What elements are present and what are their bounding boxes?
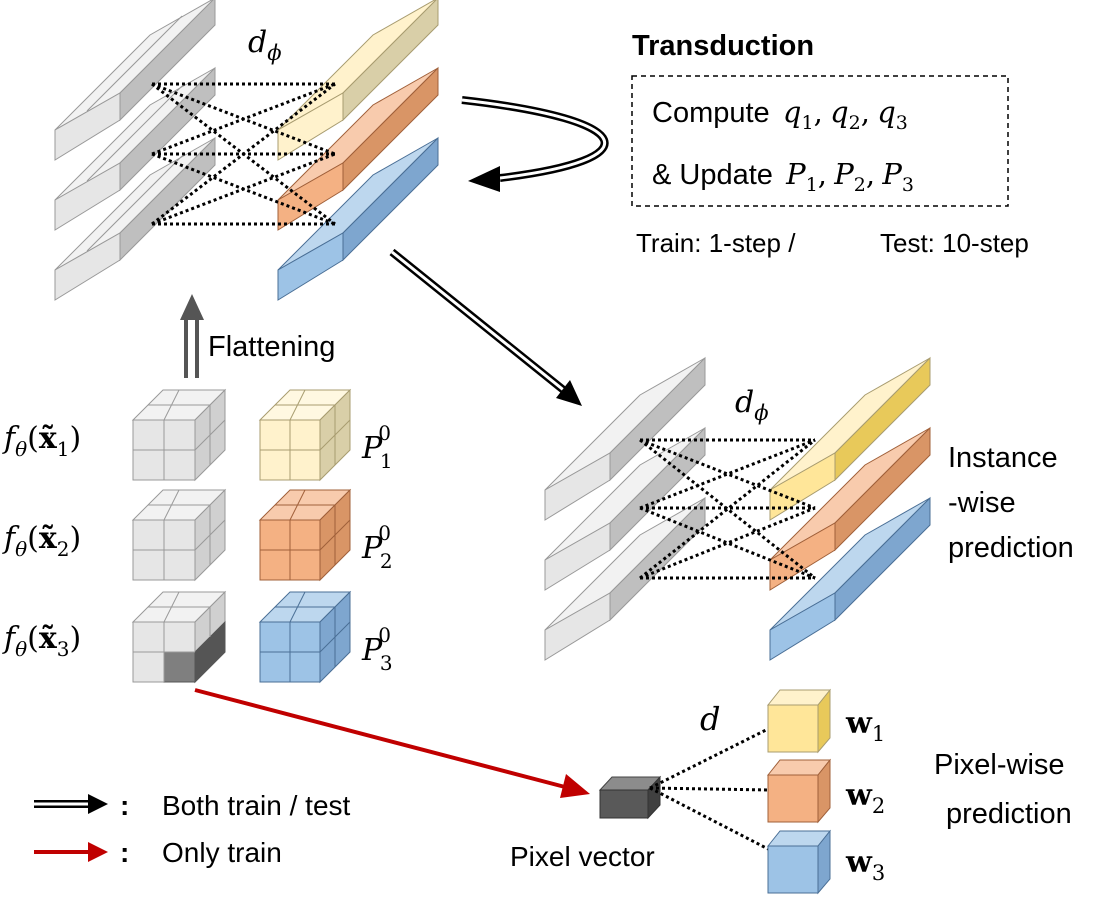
legend-both-label: Both train / test	[162, 790, 351, 821]
feature-label-3: fθ(x̃3)	[2, 621, 81, 661]
test-note: Test: 10-step	[880, 228, 1029, 258]
weight-bar-1	[766, 688, 832, 754]
top-yellow-bar	[277, 0, 439, 161]
top-orange-bar	[277, 66, 439, 231]
pixel-vector-cube	[598, 775, 662, 820]
transduction-title: Transduction	[632, 30, 814, 62]
top-blue-bar	[277, 136, 439, 301]
instance-label: Instance -wise prediction	[948, 442, 1074, 564]
top-gray-bar-3	[54, 136, 216, 301]
pixel-vector-label: Pixel vector	[510, 841, 655, 872]
instance-metric-label: dϕ	[735, 385, 769, 425]
prototype-cube-2	[258, 488, 352, 582]
to-instance-arrow	[389, 248, 582, 406]
transduction-box	[631, 75, 1009, 207]
train-note: Train: 1-step /	[636, 228, 796, 258]
pixel-metric-label: d	[700, 700, 720, 738]
prototype-cube-3	[258, 590, 352, 684]
feature-cube-3	[131, 590, 227, 684]
prototype-cubes	[258, 388, 352, 684]
legend-only-label: Only train	[162, 837, 282, 868]
instance-orange-bar	[769, 426, 931, 591]
flattening-label: Flattening	[208, 331, 335, 363]
transduction-loop-arrow	[461, 96, 609, 192]
feature-labels: fθ(x̃1) fθ(x̃2) fθ(x̃3)	[2, 421, 81, 661]
update-line: & Update P1, P2, P3	[652, 157, 914, 196]
pixel-distance-lines	[649, 726, 771, 852]
instance-prototype-bars	[769, 356, 931, 661]
prototype-cube-1	[258, 388, 352, 482]
legend-only-arrow	[34, 842, 108, 862]
pixel-label: Pixel-wise prediction	[934, 749, 1073, 830]
weight-label-3: w3	[845, 845, 885, 885]
top-gray-bar-1	[54, 0, 216, 161]
top-metric-label: dϕ	[248, 25, 282, 65]
weight-bars	[766, 688, 832, 895]
weight-labels: w1 w2 w3	[845, 706, 885, 885]
instance-feature-bars	[544, 356, 706, 661]
instance-blue-bar	[769, 496, 931, 661]
feature-cube-1	[131, 388, 227, 482]
instance-yellow-bar	[769, 356, 931, 521]
top-feature-bars	[54, 0, 216, 301]
flattening-arrow	[180, 294, 204, 378]
instance-gray-bar-3	[544, 496, 706, 661]
legend-both-colon: :	[120, 790, 129, 821]
instance-distance-lines	[639, 438, 816, 580]
weight-label-1: w1	[845, 706, 885, 746]
top-distance-lines	[151, 82, 336, 226]
legend-both-arrow	[34, 794, 108, 814]
compute-line: Compute q1, q2, q3	[652, 95, 908, 134]
feature-label-1: fθ(x̃1)	[2, 421, 81, 461]
legend-only-colon: :	[120, 837, 129, 868]
feature-label-2: fθ(x̃2)	[2, 521, 81, 561]
instance-gray-bar-1	[544, 356, 706, 521]
feature-cube-2	[131, 488, 227, 582]
top-prototype-bars	[277, 0, 439, 301]
feature-cubes	[131, 388, 227, 684]
legend: : Both train / test : Only train	[34, 790, 351, 868]
top-gray-bar-2	[54, 66, 216, 231]
weight-label-2: w2	[845, 778, 885, 818]
weight-bar-2	[766, 758, 832, 824]
weight-bar-3	[766, 829, 832, 895]
train-only-arrow	[194, 688, 590, 798]
